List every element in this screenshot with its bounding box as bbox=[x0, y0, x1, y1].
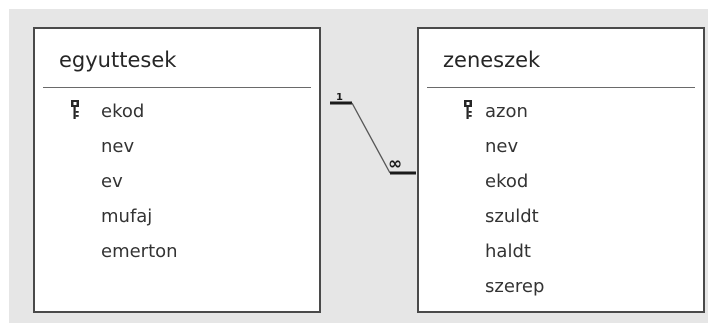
primary-key-icon bbox=[71, 100, 79, 119]
primary-key-icon bbox=[464, 100, 472, 119]
field-ekod[interactable]: ekod bbox=[485, 171, 529, 192]
field-mufaj[interactable]: mufaj bbox=[101, 206, 153, 227]
field-azon[interactable]: azon bbox=[485, 101, 528, 122]
table-title[interactable]: zeneszek bbox=[443, 48, 541, 72]
relationship-connector[interactable] bbox=[351, 102, 391, 174]
many-cardinality-label: ∞ bbox=[388, 154, 402, 174]
title-divider bbox=[427, 87, 695, 88]
table-egyuttesek[interactable]: egyuttesek ekod nev ev mufaj emerton bbox=[33, 27, 321, 313]
relationships-canvas: egyuttesek ekod nev ev mufaj emerton zen… bbox=[9, 9, 708, 323]
field-ekod[interactable]: ekod bbox=[101, 101, 145, 122]
field-nev[interactable]: nev bbox=[485, 136, 519, 157]
table-title[interactable]: egyuttesek bbox=[59, 48, 177, 72]
field-ev[interactable]: ev bbox=[101, 171, 123, 192]
field-haldt[interactable]: haldt bbox=[485, 241, 531, 262]
one-cardinality-label: 1 bbox=[336, 92, 343, 103]
field-szuldt[interactable]: szuldt bbox=[485, 206, 539, 227]
field-emerton[interactable]: emerton bbox=[101, 241, 178, 262]
field-nev[interactable]: nev bbox=[101, 136, 135, 157]
field-szerep[interactable]: szerep bbox=[485, 276, 545, 297]
title-divider bbox=[43, 87, 311, 88]
table-zeneszek[interactable]: zeneszek azon nev ekod szuldt haldt szer… bbox=[417, 27, 705, 313]
